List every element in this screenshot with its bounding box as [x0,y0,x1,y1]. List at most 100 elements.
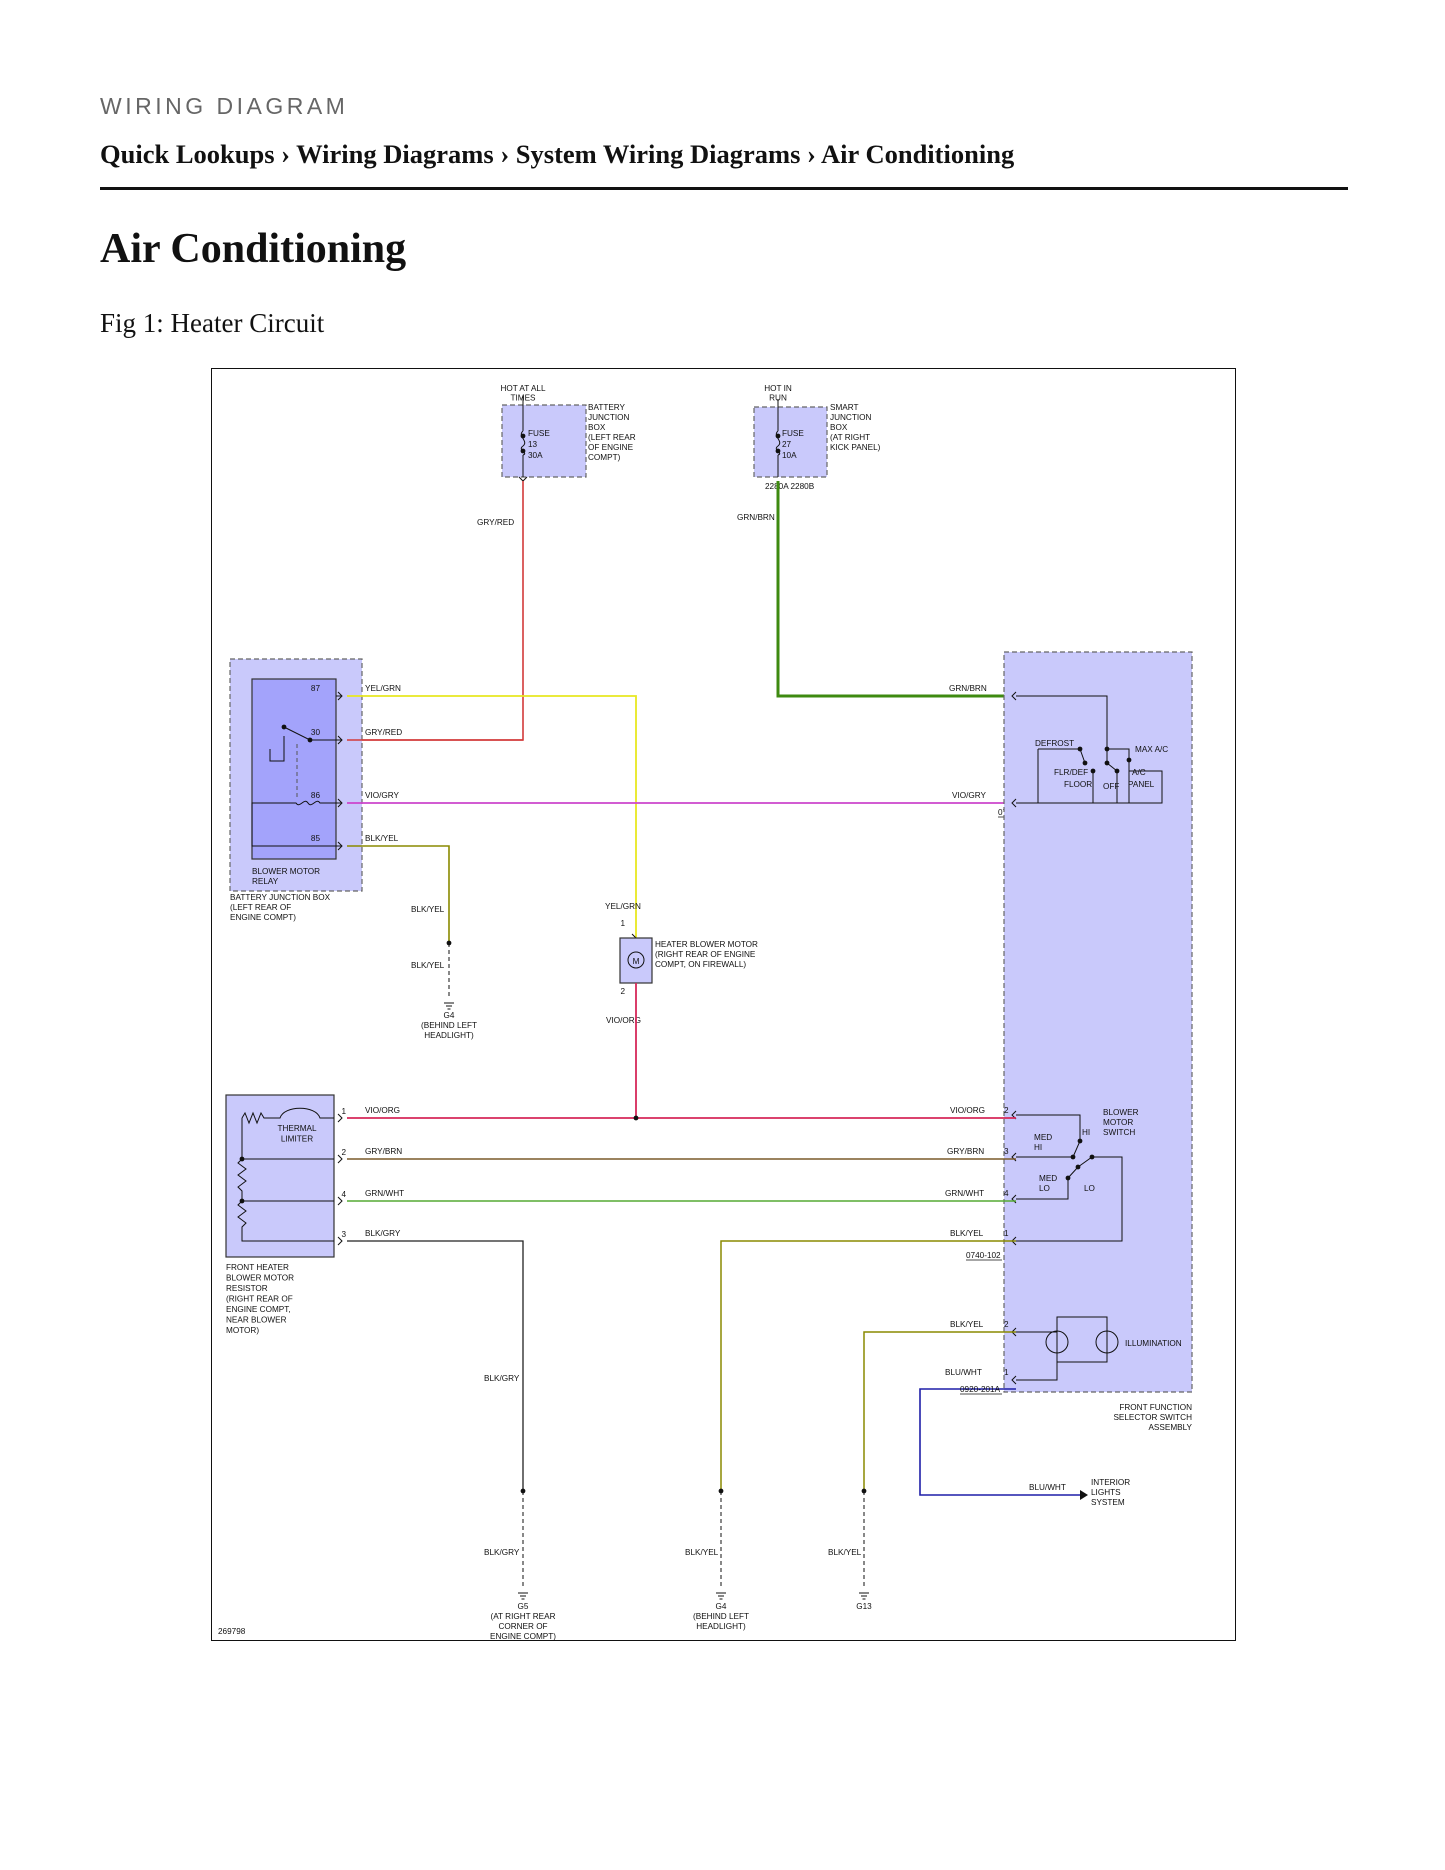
thermal-limiter-label: THERMAL [277,1124,317,1133]
fuse-13-label: 13 [528,440,538,449]
blower-switch-contact [1065,1175,1071,1181]
breadcrumb-system-wiring-diagrams[interactable]: System Wiring Diagrams [515,139,801,169]
mode-label-flr-def: FLR/DEF [1054,768,1088,777]
splice-vio-org [633,1115,639,1121]
switch-pin-grn-wht: 4 [1004,1189,1009,1198]
page-title: Air Conditioning [100,226,407,272]
mode-switch-contact [1104,760,1110,766]
blower-switch-label: BLOWER [1103,1108,1139,1117]
fuse-27-location-label: KICK PANEL) [830,443,881,452]
motor-symbol [627,951,645,969]
fuse-13-terminal [520,448,526,454]
wire-label-blk-yel-lower-g4: BLK/YEL [685,1548,719,1557]
relay-location-label: (LEFT REAR OF [230,903,291,912]
wire-label-blu-wht: BLU/WHT [1029,1483,1066,1492]
resistor-taps [242,1158,334,1202]
figure-caption: Fig 1: Heater Circuit [100,308,325,338]
resistor-tap [239,1156,245,1162]
relay-pin-label: 86 [311,791,321,800]
mode-label-off: OFF [1103,782,1119,791]
ground-g13-label: G13 [856,1602,872,1611]
blower-switch-label: MOTOR [1103,1118,1133,1127]
fuse-13-location-label: OF ENGINE [588,443,634,452]
fuse-13-location-label: JUNCTION [588,413,629,422]
wire-label-blk-yel-g4: BLK/YEL [411,905,445,914]
fuse-27-terminal [775,448,781,454]
switch-connector [1011,1375,1017,1385]
interior-lights-label: INTERIOR [1091,1478,1130,1487]
wire-label-blk-gry-mid: BLK/GRY [484,1374,520,1383]
wire-label-blk-gry-lower: BLK/GRY [484,1548,520,1557]
wire-label-gry-brn-switch: GRY/BRN [947,1147,984,1156]
fuse-27-label: 27 [782,440,792,449]
fuse-13-source-label: HOT AT ALL [500,384,545,393]
resistor-name-label: MOTOR) [226,1326,259,1335]
blower-switch-med-lo-label: LO [1039,1184,1050,1193]
resistor-pin-label: 2 [341,1148,346,1157]
mode-switch-contact [1077,746,1083,752]
blower-switch-contact [1075,1164,1081,1170]
blower-switch-connector-label: 0740-102 [966,1251,1001,1260]
ground-g4-upper-label: (BEHIND LEFT [421,1021,477,1030]
switch-assembly-label: ASSEMBLY [1148,1423,1192,1432]
blower-switch-med-hi-label: MED [1034,1133,1052,1142]
wire-label-blk-yel-switch: BLK/YEL [950,1229,984,1238]
wire-label-gry-red-relay: GRY/RED [365,728,402,737]
relay-contact [307,737,313,743]
fuse-13-location-label: BOX [588,423,606,432]
mode-label-ac: A/C [1132,768,1146,777]
wire-blu-wht [919,1388,1080,1496]
illumination-label: ILLUMINATION [1125,1339,1182,1348]
mode-switch-feed [1016,695,1108,749]
breadcrumb-air-conditioning[interactable]: Air Conditioning [821,139,1015,169]
front-function-selector-switch [1003,651,1193,1393]
resistor-name-label: (RIGHT REAR OF [226,1295,293,1304]
switch-pin-illum-blu-wht: 1 [1004,1368,1009,1377]
diagram-id: 269798 [218,1627,246,1636]
resistor-name-label: BLOWER MOTOR [226,1274,294,1283]
wire-label-blk-gry: BLK/GRY [365,1229,401,1238]
mode-label-floor: FLOOR [1064,780,1092,789]
resistor-name-label: FRONT HEATER [226,1263,289,1272]
switch-pin-blk-yel: 1 [1004,1229,1009,1238]
relay-location-label: ENGINE COMPT) [230,913,296,922]
ground-symbol [518,1592,528,1600]
breadcrumb-quick-lookups[interactable]: Quick Lookups [100,139,275,169]
relay-pin-leads [336,695,342,847]
fuse-27-connector-label: 2280A 2280B [765,482,815,491]
mode-label-panel: PANEL [1128,780,1155,789]
breadcrumb-wiring-diagrams[interactable]: Wiring Diagrams [296,139,494,169]
illumination-connector-label: 0920-201A [960,1385,1001,1394]
fuse-13-location-label: COMPT) [588,453,621,462]
wire-label-yel-grn: YEL/GRN [365,684,401,693]
fuse-13-label: 30A [528,451,543,460]
heater-blower-motor [619,937,653,984]
resistor-name-label: ENGINE COMPT, [226,1305,291,1314]
mode-switch-contact [1090,768,1096,774]
relay-pin-label: 30 [311,728,321,737]
relay-pin-label: 87 [311,684,321,693]
wire-label-vio-org: VIO/ORG [365,1106,400,1115]
thermal-limiter-label: LIMITER [281,1135,313,1144]
wire-label-yel-grn-motor: YEL/GRN [605,902,641,911]
breadcrumb-separator: › [500,139,510,169]
fuse-27-source-label: RUN [769,394,787,403]
front-heater-blower-motor-resistor [225,1094,335,1258]
relay-name-label: BLOWER MOTOR [252,867,320,876]
ground-g4-upper-symbol [444,1002,454,1010]
mode-switch-contact [1104,746,1110,752]
mode-switch-contact [1126,757,1132,763]
wire-yel-grn [347,695,637,938]
blower-switch-hi-label: HI [1082,1128,1090,1137]
fuse-27-source-label: HOT IN [764,384,792,393]
resistor-name-label: RESISTOR [226,1284,268,1293]
wire-label-grn-wht-switch: GRN/WHT [945,1189,984,1198]
mode-label-defrost: DEFROST [1035,739,1074,748]
switch-assembly-label: FRONT FUNCTION [1119,1403,1192,1412]
blower-switch-med-hi-label: HI [1034,1143,1042,1152]
fuse-13-connector [518,476,528,482]
blower-switch-contact [1089,1154,1095,1160]
fuse-27-box [753,406,828,478]
